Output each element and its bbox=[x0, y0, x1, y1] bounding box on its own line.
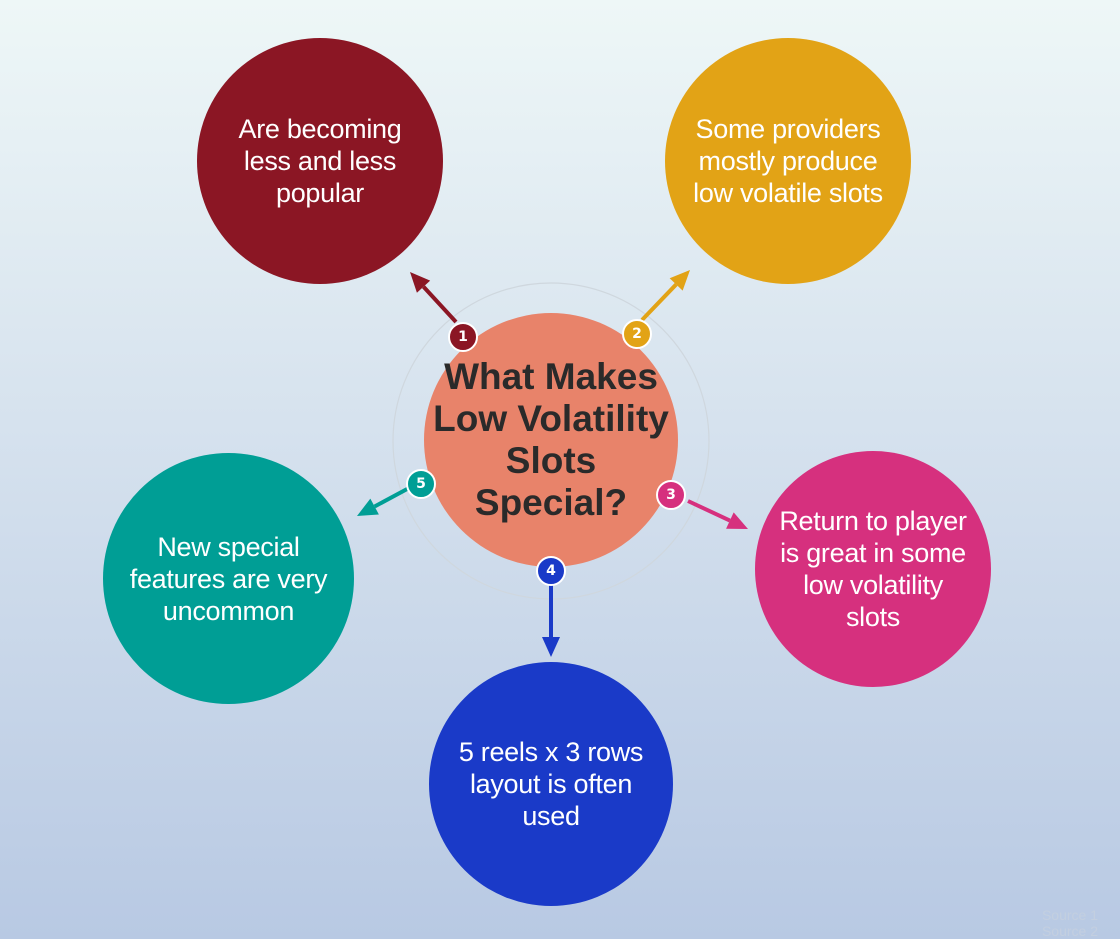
node-2: Some providers mostly produce low volati… bbox=[665, 38, 911, 284]
number-badge-2: 2 bbox=[622, 319, 652, 349]
node-2-text: Some providers mostly produce low volati… bbox=[693, 114, 883, 208]
arrow-head-3 bbox=[726, 512, 748, 529]
connector-arrows bbox=[357, 270, 748, 657]
arrow-head-1 bbox=[410, 272, 431, 293]
number-badge-5: 5 bbox=[406, 469, 436, 499]
arrow-head-4 bbox=[542, 637, 560, 657]
sources: Source 1 Source 2 bbox=[1042, 907, 1098, 939]
arrow-line-1 bbox=[422, 285, 458, 324]
node-3: Return to player is great in some low vo… bbox=[755, 451, 991, 687]
center-title: What Makes Low Volatility Slots Special? bbox=[433, 356, 669, 523]
node-4: 5 reels x 3 rows layout is often used bbox=[429, 662, 673, 906]
node-1: Are becoming less and less popular bbox=[197, 38, 443, 284]
source-2: Source 2 bbox=[1041, 923, 1098, 939]
arrow-line-3 bbox=[687, 499, 731, 523]
node-5-text: New special features are very uncommon bbox=[129, 531, 328, 626]
node-5: New special features are very uncommon bbox=[103, 453, 354, 704]
node-3-text: Return to player is great in some low vo… bbox=[779, 506, 967, 632]
node-1-text: Are becoming less and less popular bbox=[238, 114, 402, 208]
arrow-head-5 bbox=[357, 498, 379, 516]
source-1: Source 1 bbox=[1041, 907, 1098, 923]
arrow-line-2 bbox=[640, 283, 678, 322]
arrow-head-2 bbox=[669, 270, 690, 291]
node-4-text: 5 reels x 3 rows layout is often used bbox=[458, 737, 644, 831]
arrow-line-5 bbox=[373, 486, 410, 509]
number-badge-1: 1 bbox=[448, 322, 478, 352]
number-badge-3: 3 bbox=[656, 480, 686, 510]
number-badge-4: 4 bbox=[536, 556, 566, 586]
center-topic: What Makes Low Volatility Slots Special? bbox=[424, 313, 678, 567]
